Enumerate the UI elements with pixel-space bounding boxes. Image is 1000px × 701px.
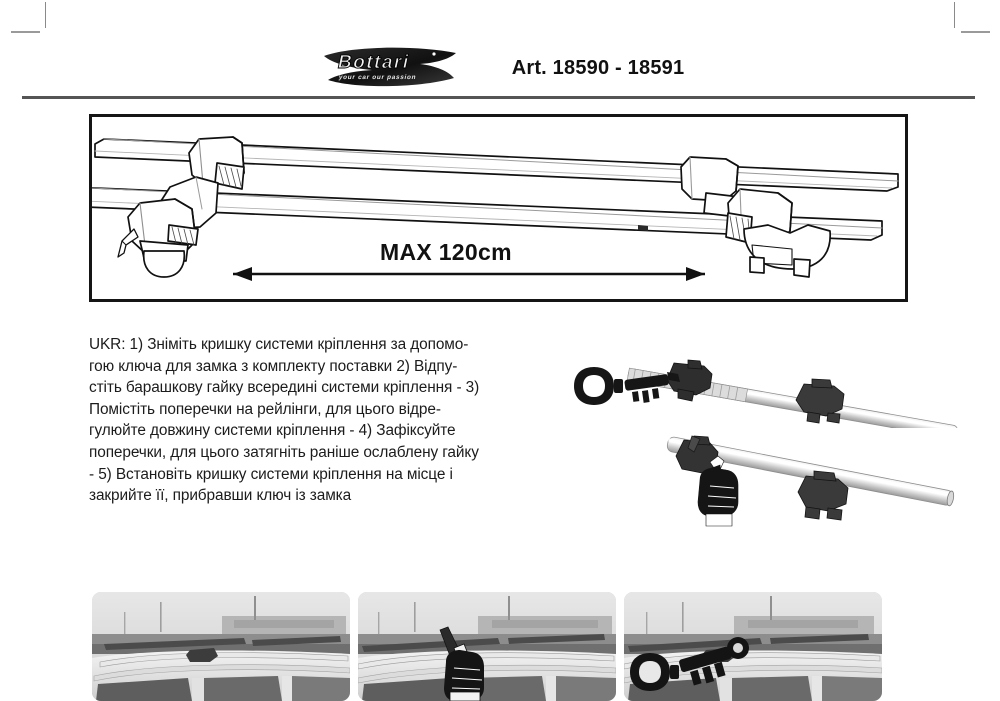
article-code: Art. 18590 - 18591 xyxy=(511,56,685,79)
crop-mark-top-right-vertical xyxy=(954,2,955,28)
photo-strip xyxy=(92,592,882,701)
hand-pointing-at-crossbar-illustration xyxy=(648,428,978,536)
svg-text:Bottari: Bottari xyxy=(336,52,412,73)
key-inserting-into-crossbar-illustration xyxy=(568,346,978,428)
photo-roof-rails-hand xyxy=(358,592,616,701)
crop-mark-top-left-horizontal xyxy=(11,31,40,33)
instruction-text: UKR: 1) Зніміть кришку системи кріплення… xyxy=(89,336,480,505)
page-header: Bottari your car our passion Art. 18590 … xyxy=(0,42,1000,94)
key-icon xyxy=(630,637,749,691)
svg-text:your car our passion: your car our passion xyxy=(338,74,417,81)
photo-roof-rails-plain xyxy=(92,592,350,701)
max-width-double-arrow xyxy=(233,267,705,281)
bottari-logo: Bottari your car our passion xyxy=(316,44,468,92)
crop-mark-top-right-horizontal xyxy=(961,31,990,33)
photo-roof-rails-key xyxy=(624,592,882,701)
pointing-hand-icon xyxy=(439,626,484,701)
max-width-label: MAX 120cm xyxy=(380,239,512,265)
crop-mark-top-left-vertical xyxy=(45,2,46,28)
header-divider-rule xyxy=(22,96,975,99)
roof-bar-assembly-diagram xyxy=(89,114,908,302)
